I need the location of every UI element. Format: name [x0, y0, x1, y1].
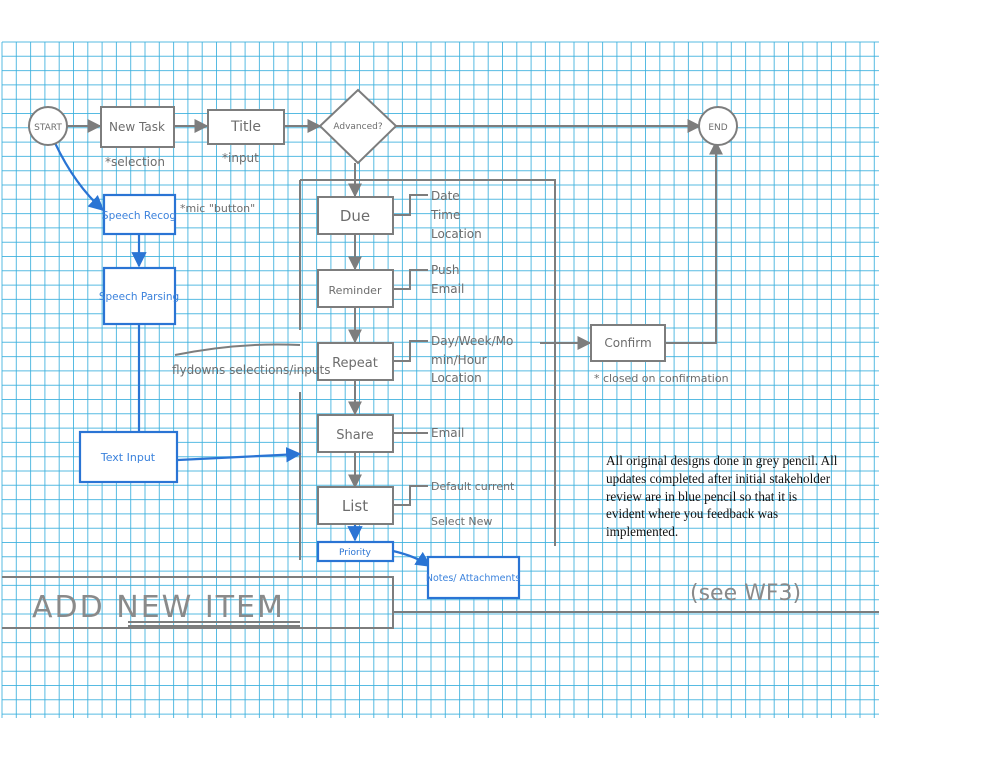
due-label: Due — [340, 207, 370, 225]
list-box: List — [317, 486, 394, 525]
priority-box: Priority — [316, 540, 395, 563]
title-label: Title — [230, 119, 261, 135]
new-task-box: New Task — [100, 106, 175, 148]
title-note: *input — [222, 151, 259, 165]
priority-label: Priority — [339, 548, 372, 558]
start-node: START — [28, 106, 68, 146]
repeat-option-min-hour: min/Hour — [431, 353, 487, 367]
end-node: END — [698, 106, 738, 146]
speech-parsing-box: Speech Parsing — [99, 266, 179, 326]
legend-note: All original designs done in grey pencil… — [606, 453, 838, 540]
reminder-option-email: Email — [431, 282, 464, 296]
new-task-label: New Task — [109, 120, 165, 134]
due-option-date: Date — [431, 189, 460, 203]
mic-note: *mic "button" — [180, 202, 255, 215]
list-option-select-new: Select New — [431, 515, 492, 528]
advanced-label: Advanced? — [333, 122, 382, 132]
speech-parsing-label: Speech Parsing — [99, 291, 179, 303]
footer-see-note: (see WF3) — [690, 581, 801, 606]
option-labels: Date Time Location Push Email Day/Week/M… — [430, 189, 515, 528]
repeat-label: Repeat — [332, 356, 378, 371]
repeat-box: Repeat — [317, 342, 394, 381]
speech-recog-box: Speech Recog — [102, 193, 177, 236]
footer-title: ADD NEW ITEM — [32, 590, 285, 625]
repeat-option-location: Location — [431, 371, 482, 385]
new-task-note: *selection — [105, 155, 165, 169]
text-input-label: Text Input — [100, 451, 156, 464]
confirm-box: Confirm — [590, 324, 666, 362]
blue-connectors — [54, 142, 432, 567]
start-label: START — [34, 123, 62, 133]
advanced-decision: Advanced? — [318, 88, 398, 165]
due-option-time: Time — [430, 208, 460, 222]
share-option-email: Email — [431, 426, 464, 440]
confirm-note: * closed on confirmation — [594, 372, 729, 385]
title-box: Title — [207, 109, 285, 145]
grey-connectors — [2, 119, 879, 629]
notes-attachments-box: Notes/ Attachments — [426, 555, 520, 600]
share-box: Share — [317, 414, 394, 453]
reminder-box: Reminder — [317, 269, 394, 308]
flydowns-note: flydowns selections/inputs — [172, 363, 330, 377]
repeat-option-period: Day/Week/Mo — [431, 334, 513, 348]
due-box: Due — [317, 196, 394, 235]
text-input-box: Text Input — [78, 430, 179, 484]
reminder-option-push: Push — [431, 263, 460, 277]
speech-recog-label: Speech Recog — [102, 210, 176, 222]
confirm-label: Confirm — [604, 336, 651, 350]
end-label: END — [708, 123, 727, 133]
due-option-location: Location — [431, 227, 482, 241]
list-label: List — [342, 497, 368, 515]
reminder-label: Reminder — [329, 284, 382, 297]
notes-attachments-label: Notes/ Attachments — [426, 573, 520, 584]
graph-paper — [1, 41, 879, 718]
share-label: Share — [336, 428, 374, 443]
list-option-default: Default current — [431, 480, 515, 493]
